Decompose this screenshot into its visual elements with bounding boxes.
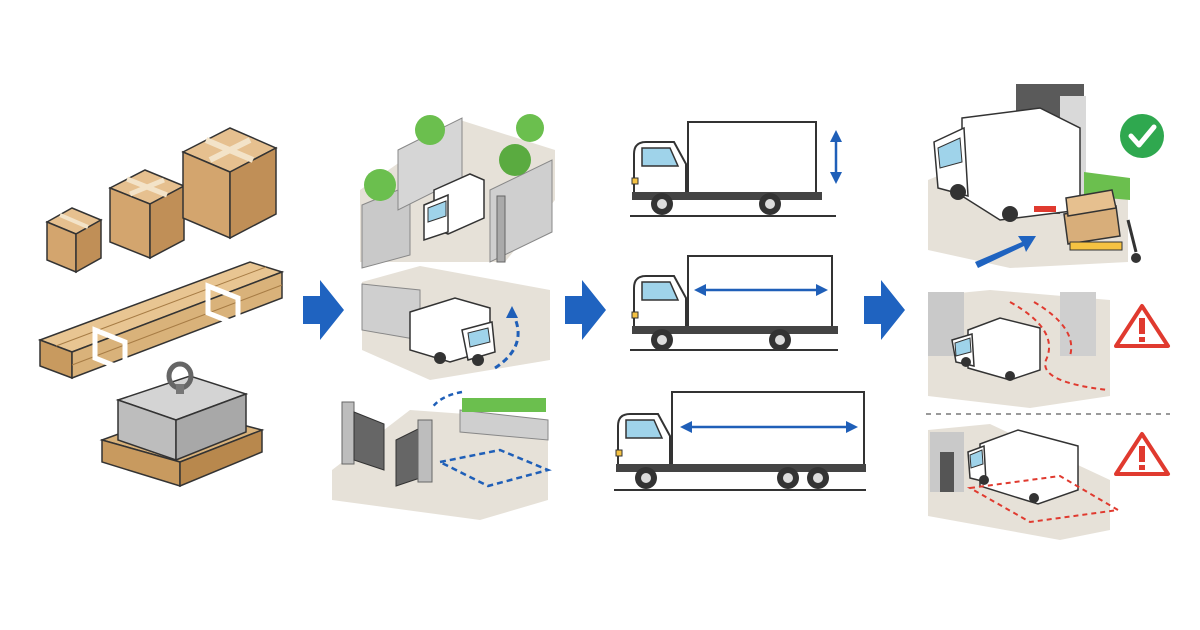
tight-corner-warning-scene xyxy=(928,290,1110,408)
cargo-column xyxy=(37,127,285,488)
gate-and-parking-scene xyxy=(332,390,552,520)
check-circle-icon xyxy=(1120,114,1164,158)
right-arrow-icon xyxy=(864,280,905,340)
right-arrow-icon xyxy=(565,280,606,340)
parking-space-outline xyxy=(436,448,552,488)
turning-path-arrow xyxy=(494,311,520,370)
truck-length-short xyxy=(630,255,838,351)
long-lumber-bundle xyxy=(37,261,285,380)
warning-triangle-icon xyxy=(1114,304,1170,348)
small-box xyxy=(45,207,103,274)
truck-length-long xyxy=(614,391,866,491)
approach-arrow xyxy=(975,236,1036,268)
narrow-gate-warning-scene xyxy=(928,424,1122,540)
narrow-alley-scene xyxy=(360,114,555,269)
site-access-column xyxy=(332,114,555,520)
loading-dock-ok-scene xyxy=(928,84,1141,268)
result-column xyxy=(926,84,1170,540)
heavy-block-on-pallet xyxy=(99,361,265,488)
warning-triangle-icon xyxy=(1114,432,1170,476)
medium-box xyxy=(108,169,186,260)
right-arrow-icon xyxy=(303,280,344,340)
truck-height-check xyxy=(630,121,842,217)
truck-size-column xyxy=(614,121,866,491)
tight-turn-scene xyxy=(361,266,550,380)
large-box xyxy=(181,127,278,240)
